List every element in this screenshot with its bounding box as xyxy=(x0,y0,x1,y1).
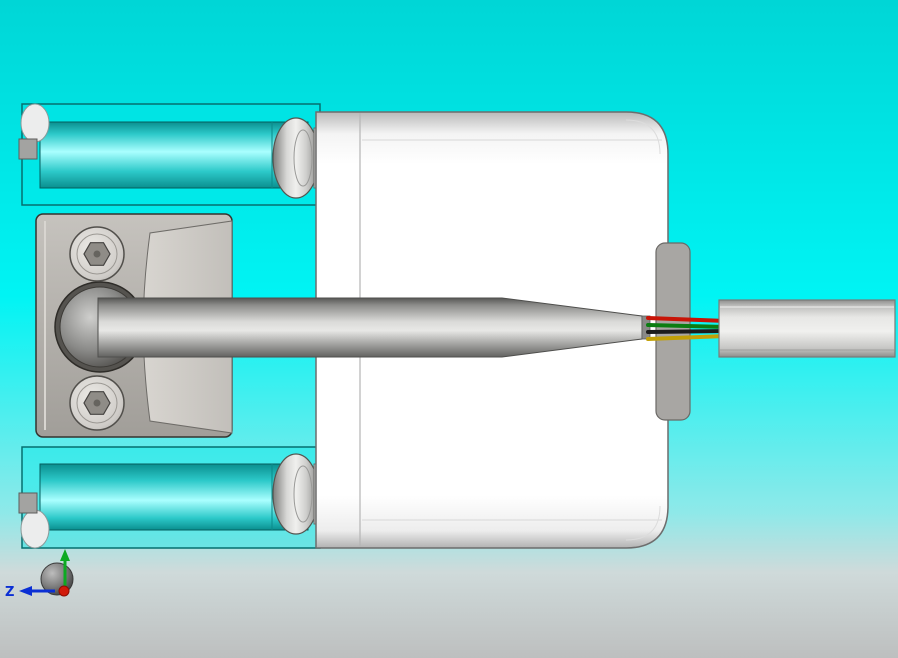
rail-end-cap xyxy=(20,103,50,143)
motor-wires[interactable] xyxy=(646,316,728,341)
wire-yellow[interactable] xyxy=(646,334,728,341)
lead-screw[interactable] xyxy=(59,286,651,368)
z-axis-label: Z xyxy=(5,585,14,600)
guide-rail-bottom[interactable] xyxy=(18,446,323,549)
output-block-body[interactable] xyxy=(718,299,896,358)
up-axis-arrowhead xyxy=(60,549,70,561)
wire-red[interactable] xyxy=(646,316,728,323)
rail-end-cap xyxy=(20,509,50,549)
output-shaft-block[interactable] xyxy=(718,299,896,358)
screw-center-point xyxy=(93,250,101,258)
wire-black[interactable] xyxy=(646,329,728,334)
rail-cylinder-bottom[interactable] xyxy=(39,463,309,531)
socket-screw-bottom[interactable] xyxy=(69,375,125,431)
rail-screw-highlight xyxy=(293,129,313,187)
out-axis-dot xyxy=(58,585,70,597)
rail-cylinder-top[interactable] xyxy=(39,121,309,189)
rail-end-bracket xyxy=(18,492,38,514)
guide-rail-top[interactable] xyxy=(18,103,323,206)
z-axis-arrowhead xyxy=(19,586,32,596)
wire-green[interactable] xyxy=(646,323,728,329)
socket-screw-top[interactable] xyxy=(69,226,125,282)
motor-corner-highlight-top xyxy=(625,119,661,155)
rail-screw-highlight xyxy=(293,465,313,523)
screw-cap-ring xyxy=(76,233,118,275)
rail-end-bracket xyxy=(18,138,38,160)
screw-cap-ring xyxy=(76,382,118,424)
screw-shaft[interactable] xyxy=(97,297,643,358)
screw-center-point xyxy=(93,399,101,407)
motor-corner-highlight-bottom xyxy=(625,505,661,541)
orientation-triad[interactable]: Z xyxy=(5,549,74,600)
